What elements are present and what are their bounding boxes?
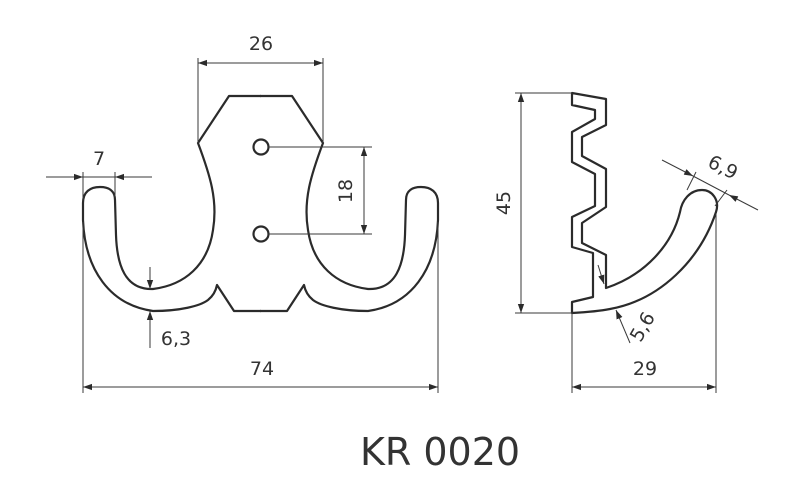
dimension-label: 7 <box>93 148 105 170</box>
dimension-overall-width: 74 <box>82 222 439 393</box>
mounting-hole-top <box>252 138 270 156</box>
hook-outline-left <box>81 94 261 313</box>
front-view: 26 7 18 6,3 74 <box>46 33 440 393</box>
dimension-height: 45 <box>493 92 572 314</box>
side-profile-outline <box>570 91 719 315</box>
dimension-hook-width: 7 <box>46 148 152 200</box>
dimension-hook-thickness: 6,3 <box>146 267 191 350</box>
dimension-label: 74 <box>250 358 274 380</box>
dimension-label: 5,6 <box>626 308 660 345</box>
dimension-label: 29 <box>633 358 657 380</box>
dimension-label: 6,3 <box>161 328 191 350</box>
side-view: 45 29 6,9 5,6 <box>493 91 759 393</box>
hook-outline-right <box>260 94 440 313</box>
dimension-label: 6,9 <box>704 151 741 184</box>
dimension-label: 26 <box>249 33 273 55</box>
product-code: KR 0020 <box>360 430 520 474</box>
mounting-hole-bottom <box>252 225 270 243</box>
dimension-tip-thickness: 6,9 <box>661 151 759 211</box>
dimension-label: 18 <box>335 179 357 203</box>
dimension-depth: 29 <box>571 214 717 393</box>
dimension-label: 45 <box>493 191 515 215</box>
dimension-plate-width: 26 <box>197 33 324 143</box>
dimension-hole-spacing: 18 <box>268 146 372 235</box>
